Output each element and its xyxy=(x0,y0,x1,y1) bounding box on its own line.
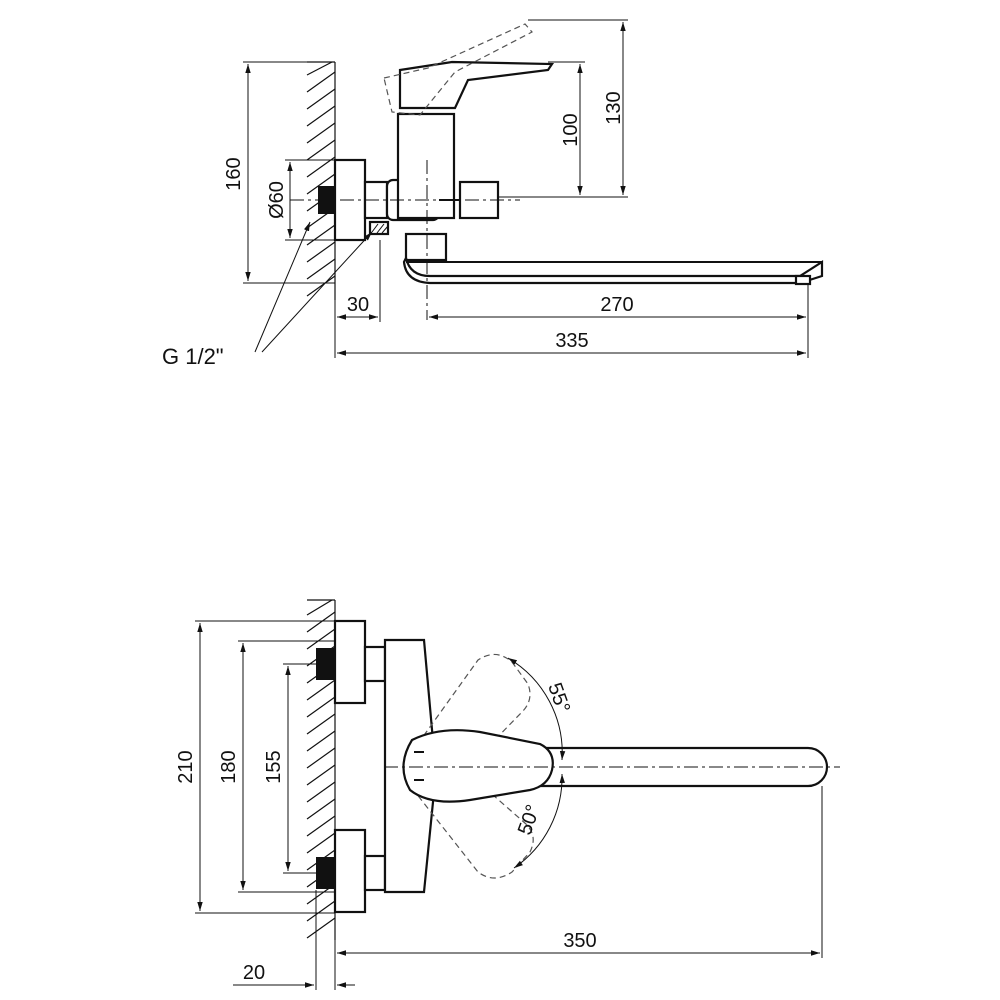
dim-angle-50: 50° xyxy=(514,802,545,838)
dim-100: 100 xyxy=(560,113,582,146)
side-handle xyxy=(398,60,555,110)
top-handle xyxy=(402,729,554,803)
top-escutcheon-lower xyxy=(333,828,367,914)
dim-30: 30 xyxy=(347,294,369,316)
side-spout xyxy=(402,254,824,285)
dim-270: 270 xyxy=(600,294,633,316)
dim-160: 160 xyxy=(223,157,245,190)
dim-350: 350 xyxy=(563,930,596,952)
side-thread-piece xyxy=(368,220,390,236)
dim-angle-55: 55° xyxy=(543,680,574,716)
dim-210: 210 xyxy=(175,750,197,783)
top-thread-insert-upper xyxy=(316,648,334,680)
side-aerator xyxy=(794,274,812,286)
thread-label: G 1/2" xyxy=(162,344,224,369)
top-eccentric-upper xyxy=(363,645,387,683)
side-view: 160 Ø60 100 130 30 270 335 G 1/2" xyxy=(162,19,824,369)
dim-335: 335 xyxy=(555,330,588,352)
side-handle-raised-dashed xyxy=(383,23,533,116)
top-thread-insert-lower xyxy=(316,857,334,889)
side-wall-hatch xyxy=(306,61,336,300)
dim-155: 155 xyxy=(263,750,285,783)
top-escutcheon-upper xyxy=(333,619,367,705)
top-view: 55° 50° 210 180 155 350 20 xyxy=(175,599,840,990)
dim-diameter-60: Ø60 xyxy=(266,181,288,219)
side-outlet-nut xyxy=(404,232,448,262)
dim-130: 130 xyxy=(603,91,625,124)
dim-180: 180 xyxy=(218,750,240,783)
top-eccentric-lower xyxy=(363,854,387,892)
angle-arc-50 xyxy=(513,773,565,869)
dim-20: 20 xyxy=(243,962,265,984)
angle-arc-55 xyxy=(507,657,566,761)
side-cartridge-housing xyxy=(396,112,456,220)
